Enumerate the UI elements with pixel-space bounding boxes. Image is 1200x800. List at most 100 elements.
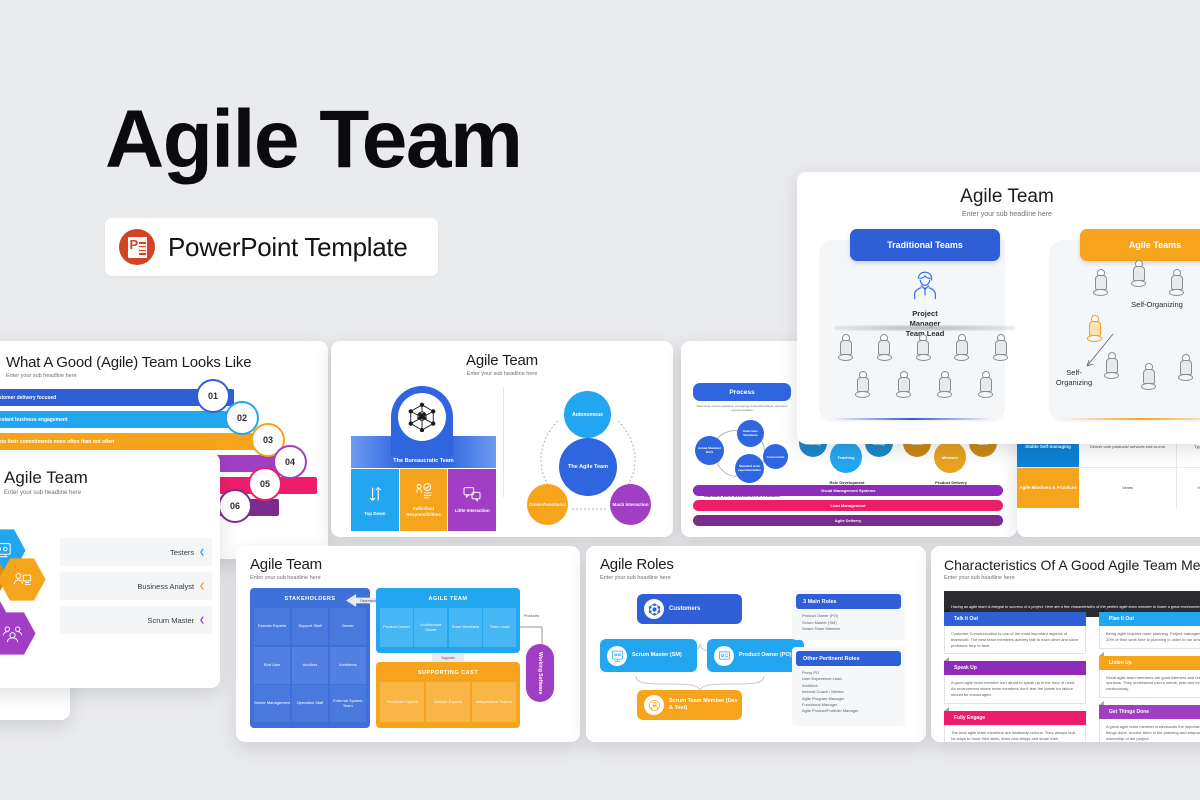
cycle-node-actual-standard-work[interactable]: Actual Standard Work [695,436,724,466]
card-heading: Speak Up [954,665,977,672]
person-icon [977,371,993,398]
table-cell[interactable]: Architects [329,646,366,684]
slide-agile-roles[interactable]: Agile Roles Enter your sub headline here… [586,546,926,742]
role-node-scrum-team-member[interactable]: Scrum Team Member (Dev & Test) [637,690,742,720]
table-cell[interactable]: Support Staff [291,608,329,645]
traditional-teams-header[interactable]: Traditional Teams [850,229,1000,261]
block-header: SUPPORTING CAST [417,669,479,676]
role-list: Testers ❮ Business Analyst ❮ Scrum Maste… [60,538,212,640]
card-heading: Get Things Done [1109,708,1149,715]
role-node-product-owner[interactable]: Product Owner (PO) [707,639,804,672]
panel-3-main-roles[interactable]: 3 Main Roles Product Owner (PO) Scrum Ma… [792,590,905,640]
badge-label: PowerPoint Template [168,231,408,262]
slide-traditional-vs-agile-teams[interactable]: Agile Team Enter your sub headline here … [797,172,1200,444]
characteristic-card-fully-engage[interactable]: Fully Engage The best agile team members… [944,706,1086,742]
product-owner-icon [714,645,734,666]
person-icon [837,334,853,361]
characteristic-card-speak-up[interactable]: Speak Up A good agile team member isn't … [944,657,1086,704]
slide-title: Agile Team [4,468,88,487]
panel-underline [1062,418,1200,420]
hex-group[interactable] [0,612,36,655]
role-row-testers[interactable]: Testers ❮ [60,538,212,566]
role-node-scrum-master[interactable]: Scrum Master (SM) [600,639,697,672]
stakeholders-block[interactable]: STAKEHOLDERS Domain Experts Support Staf… [250,588,370,728]
agile-team-block[interactable]: AGILE TEAM Product Owner Architecture Ow… [376,588,520,653]
bar-item-2[interactable]: Constant business engagement [0,411,254,428]
role-row-scrum-master[interactable]: Scrum Master ❮ [60,606,212,634]
chevron-left-icon[interactable]: ❮ [199,549,205,556]
characteristic-card-talk-it-out[interactable]: Talk It Out Customer Communication is on… [944,608,1086,655]
node-label: Product Owner (PO) [739,651,792,658]
header-label: Traditional Teams [887,240,963,250]
slide-subtitle: Enter your sub headline here [466,371,538,377]
bar-label: Meets their commitments more often than … [0,438,115,445]
table-cell[interactable]: End User [254,646,291,684]
working-software-node[interactable]: Working Software [526,644,554,702]
traditional-team-panel [819,240,1005,422]
table-row[interactable]: Agile Mindsets & Practices Varies Varies… [1017,468,1200,508]
node-label: Scrum Master (SM) [632,651,682,658]
table-cell[interactable]: Operation Staff [291,685,329,722]
list-item: Scrum Master (SM) [802,619,837,625]
table-cell[interactable]: Independent Testers [471,682,516,722]
node-the-agile-team[interactable]: The Agile Team [559,438,617,496]
table-cell[interactable]: External System Team [329,685,366,722]
cycle-node-assessment[interactable]: Assessment [763,444,788,470]
tile-label: Top Down [364,510,386,516]
tile-individual-responsibilities[interactable]: Individual Responsibilities [399,469,448,531]
table-cell[interactable]: Owner [329,608,366,645]
table-cell[interactable]: Team Lead [483,608,516,647]
person-icon [936,371,952,398]
table-cell[interactable]: Domain Experts [425,682,471,722]
slide-bureaucratic-vs-agile[interactable]: Agile Team Enter your sub headline here [331,341,673,537]
characteristic-card-get-things-done[interactable]: Get Things Done A great agile team membe… [1099,700,1200,742]
node-autonomous[interactable]: Autonomous [564,391,611,438]
column-caption: Product Delivery [935,480,967,485]
chevron-left-icon[interactable]: ❮ [199,617,205,624]
node-teaching[interactable]: Teaching [830,441,862,473]
manager-label-line1: Project Manager [909,309,941,328]
tile-little-interaction[interactable]: Little Interaction [448,469,497,531]
produces-connector [520,626,543,647]
tile-top-down[interactable]: Top Down [351,469,399,531]
agile-teams-header[interactable]: Agile Teams [1080,229,1200,261]
row-cell: Varies [1121,484,1134,490]
footer-bar-agile-delivery[interactable]: Agile Delivery [693,515,1003,526]
panel-other-pertinent-roles[interactable]: Other Pertinent Roles Proxy PO User Expe… [792,647,905,726]
node-much-interaction[interactable]: Much Interaction [610,484,651,525]
table-cell[interactable]: Senior Management [254,685,291,722]
bar-item-1[interactable]: Customer delivery focused [0,389,234,406]
table-cell[interactable]: Team Members [448,608,482,647]
chevron-left-icon[interactable]: ❮ [199,583,205,590]
panel-header: 3 Main Roles [796,594,901,609]
table-cell[interactable]: Architecture Owner [414,608,448,647]
role-node-customers[interactable]: Customers [637,594,742,624]
cycle-node-standard-work-experimentation[interactable]: Standard work experimentation [735,454,764,484]
slide-characteristics[interactable]: Characteristics Of A Good Agile Team Mem… [931,546,1200,742]
node-cross-functional[interactable]: Cross-Functional [527,484,568,525]
process-pill[interactable]: Process [693,383,791,401]
node-measure[interactable]: Measure [934,441,966,473]
card-body: Customer Communication is one of the mos… [944,626,1086,655]
bar-item-3[interactable]: Meets their commitments more often than … [0,433,274,450]
slide-core-agile-team[interactable]: Agile Team Enter your sub headline here … [0,453,220,688]
person-icon [895,371,911,398]
panel-list: Proxy PO User Experience Lead Architect … [796,666,901,719]
role-row-business-analyst[interactable]: Business Analyst ❮ [60,572,212,600]
list-item: Internal Coach / Mentor [802,689,844,695]
footer-bar-lean-management[interactable]: Lean Management [693,500,1003,511]
table-cell[interactable]: Domain Experts [254,608,291,645]
characteristic-card-listen-up[interactable]: Listen Up Great agile team members are g… [1099,651,1200,698]
table-cell[interactable]: Product Owner [380,608,413,647]
characteristic-card-plan-it-out[interactable]: Plan It Out Being agile requires more pl… [1099,608,1200,649]
step-number-02: 02 [225,401,259,435]
slide-title: Agile Team [466,352,538,369]
table-cell[interactable]: Auditors [291,646,329,684]
cycle-node-determine-standards[interactable]: Determine Standards [737,420,764,448]
list-item: Proxy PO [802,670,820,675]
table-cell[interactable]: Technical Experts [380,682,425,722]
slide-subtitle: Enter your sub headline here [4,490,82,496]
supporting-cast-block[interactable]: SUPPORTING CAST Technical Experts Domain… [376,662,520,728]
slide-stakeholders[interactable]: Agile Team Enter your sub headline here … [236,546,580,742]
footer-bar-visual-management[interactable]: Visual Management Systems [693,485,1003,496]
